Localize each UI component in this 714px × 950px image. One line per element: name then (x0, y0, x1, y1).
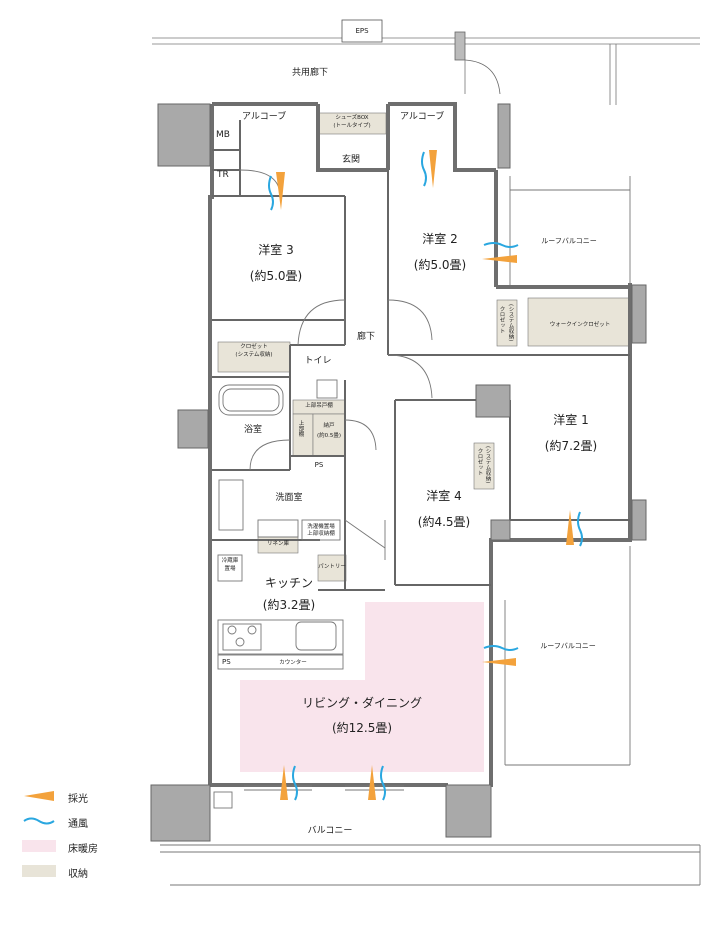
legend-label: 収納 (68, 869, 88, 880)
room3-size-label: (約5.0畳) (249, 269, 303, 283)
roof-balcony-top-label: ルーフバルコニー (541, 237, 597, 245)
legend-label: 採光 (68, 794, 88, 805)
living-size-label: (約12.5畳) (331, 721, 393, 735)
eps-label: EPS (355, 27, 369, 35)
toilet-label: トイレ (304, 356, 332, 366)
pantry-label: パントリー (318, 564, 346, 570)
room1-size-label: (約7.2畳) (544, 439, 598, 453)
fridge-sub-label: 置場 (224, 566, 236, 572)
legend-item-storage: 収納 (22, 863, 162, 881)
hallway-label: 廊下 (356, 332, 376, 342)
kitchen-size-label: (約3.2畳) (262, 598, 316, 612)
closet-room2-sub-label: (システム収納) (507, 304, 514, 342)
storage-size-label: (約0.5畳) (316, 433, 342, 439)
room1-label: 洋室 1 (553, 413, 589, 427)
alcove-right-label: アルコーブ (400, 112, 445, 122)
walk-in-closet-label: ウォークインクロゼット (549, 322, 611, 328)
room3-label: 洋室 3 (258, 243, 294, 257)
storage-label: 納戸 (323, 423, 335, 429)
legend-item-wind: 通風 (22, 813, 162, 831)
room2-size-label: (約5.0畳) (413, 258, 467, 272)
floor-heating-swatch (22, 840, 56, 852)
washroom-label: 洗面室 (275, 493, 303, 503)
tr-label: TR (217, 170, 229, 180)
wind-icon (23, 817, 55, 825)
living-label: リビング・ダイニング (301, 696, 423, 710)
common-corridor (152, 19, 700, 105)
counter-label: カウンター (279, 660, 307, 666)
floor-heating-area (240, 602, 484, 772)
legend-label: 床暖房 (68, 844, 98, 855)
partitions (212, 120, 630, 591)
closet-room4-label: クロゼット (476, 448, 483, 476)
ps-lower-label: PS (222, 658, 231, 666)
light-icon (24, 791, 54, 801)
alcove-left-label: アルコーブ (242, 112, 287, 122)
roof-balcony-mid-label: ルーフバルコニー (540, 642, 596, 650)
columns (150, 103, 647, 842)
shoes-box-sub-label: (トールタイプ) (333, 123, 371, 129)
storage-swatch (22, 865, 56, 877)
washer-space-sub-label: 上部収納棚 (307, 531, 335, 537)
mb-label: MB (216, 130, 230, 140)
light-markers (276, 150, 574, 800)
balcony-label: バルコニー (307, 826, 353, 836)
ps-upper-label: PS (314, 461, 324, 469)
room4-label: 洋室 4 (426, 489, 462, 503)
bathroom-label: 浴室 (243, 425, 263, 435)
wind-markers (268, 151, 583, 801)
legend: 採光 通風 床暖房 収納 (22, 788, 162, 888)
upper-cabinet-label: 上部吊戸棚 (305, 403, 333, 409)
room4-size-label: (約4.5畳) (417, 515, 471, 529)
closet-room2-label: クロゼット (498, 306, 505, 334)
shoes-box-label: シューズBOX (335, 115, 369, 121)
closet-room3-sub-label: (システム収納) (235, 352, 273, 358)
room2-label: 洋室 2 (422, 232, 458, 246)
closet-room4-sub-label: (システム収納) (484, 446, 491, 484)
fridge-label: 冷蔵庫 (221, 558, 239, 564)
closet-room3-label: クロゼット (240, 344, 268, 350)
entrance-label: 玄関 (341, 155, 361, 165)
legend-item-light: 採光 (22, 788, 162, 806)
fixtures (160, 169, 701, 886)
legend-label: 通風 (68, 819, 88, 830)
kitchen-label: キッチン (264, 576, 314, 590)
common-corridor-label: 共用廊下 (291, 68, 329, 78)
linen-label: リネン庫 (266, 541, 290, 547)
washer-space-label: 洗濯機置場 (307, 524, 335, 530)
legend-item-floorheat: 床暖房 (22, 838, 162, 856)
upper-shelf-label: 上部棚 (297, 420, 304, 437)
